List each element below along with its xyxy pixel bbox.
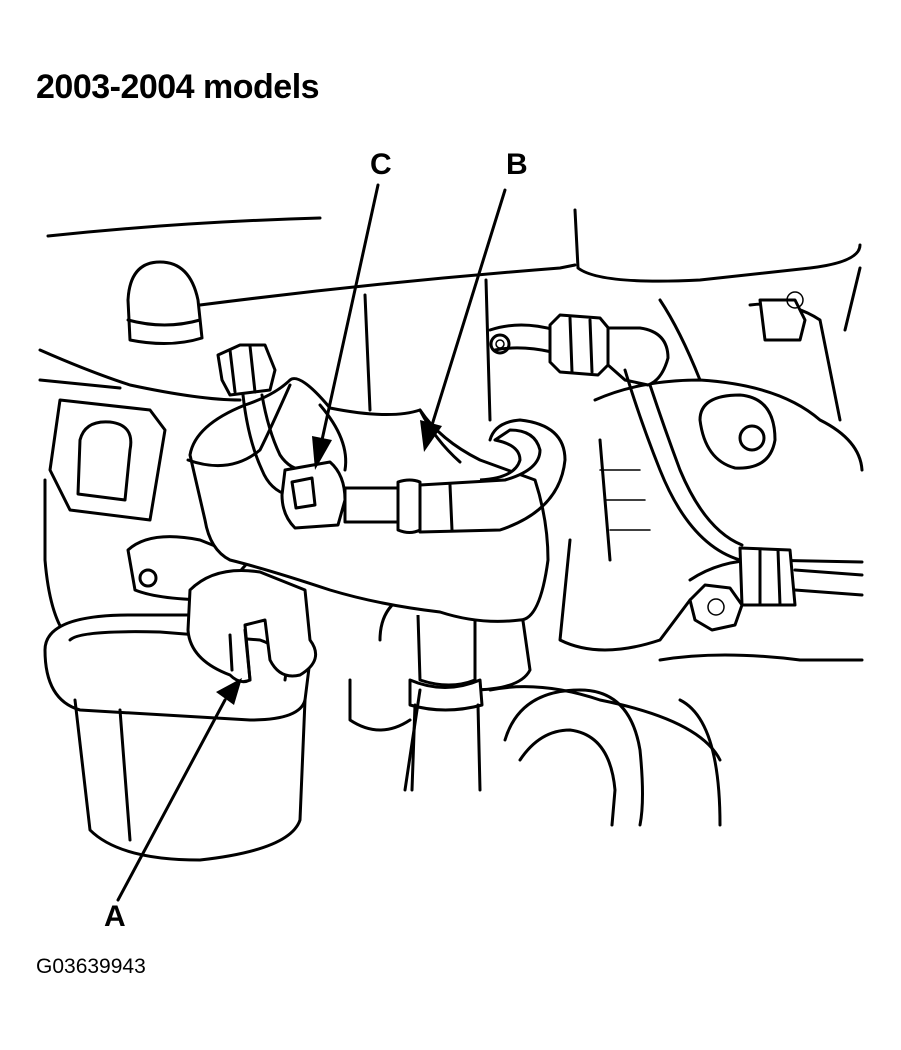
quick-connector xyxy=(280,418,567,534)
arrowhead-b xyxy=(420,420,442,452)
mounting-boss xyxy=(698,291,807,470)
arrowhead-a xyxy=(216,678,242,705)
arrowhead-c xyxy=(312,436,332,470)
fuel-line-right xyxy=(488,313,864,607)
callout-label-b: B xyxy=(506,148,528,181)
oil-filter-housing xyxy=(43,535,318,862)
hose-connector-left xyxy=(216,343,307,497)
callout-label-c: C xyxy=(370,148,392,181)
dome-cap xyxy=(126,260,204,346)
page-title: 2003-2004 models xyxy=(36,68,320,106)
hex-nut xyxy=(688,583,744,632)
left-bracket xyxy=(48,398,167,522)
engine-background xyxy=(38,208,864,827)
figure-id: G03639943 xyxy=(36,955,146,978)
callout-leaders xyxy=(116,183,507,902)
vertical-pipe xyxy=(363,278,492,792)
callout-label-a: A xyxy=(104,900,126,933)
